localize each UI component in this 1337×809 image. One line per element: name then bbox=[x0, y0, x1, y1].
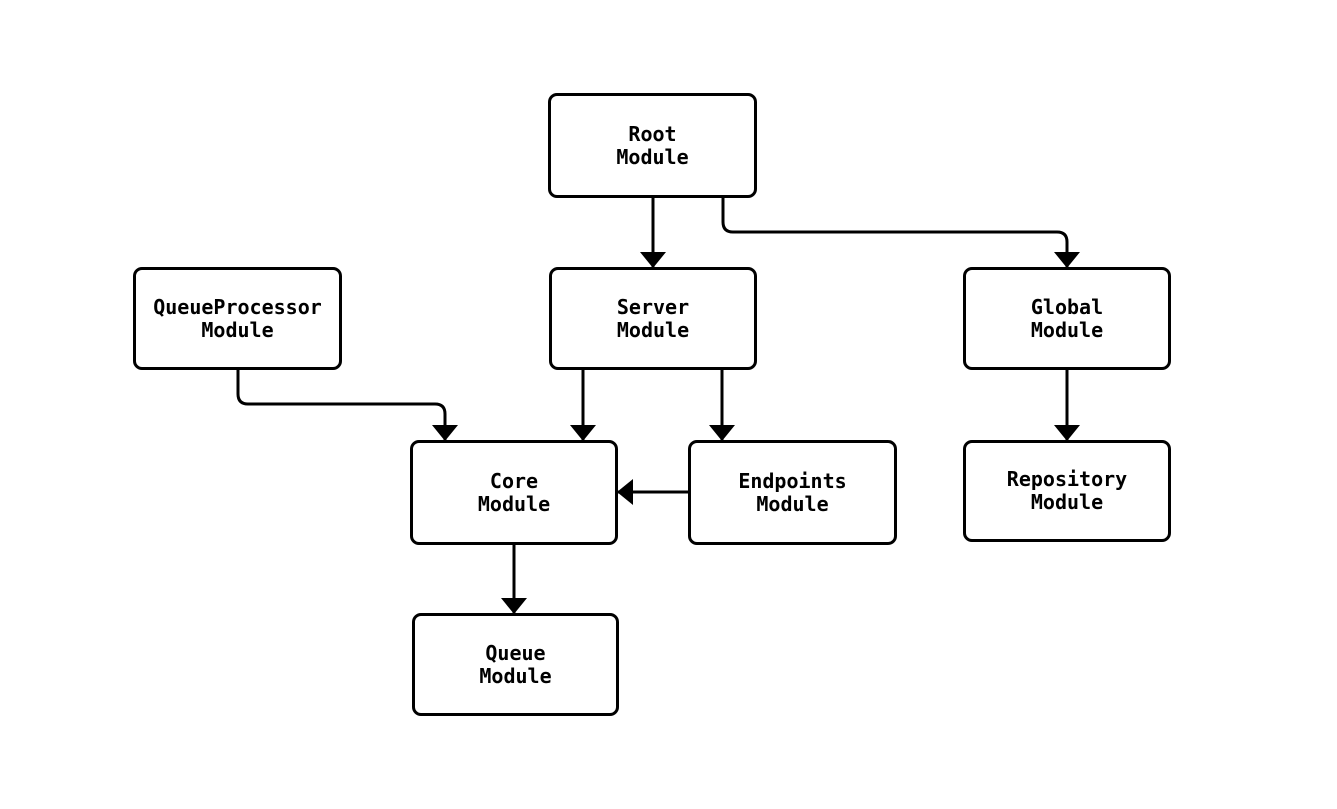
edges-group bbox=[236, 198, 1080, 614]
node-label-core: Core Module bbox=[477, 468, 551, 516]
node-server-module: Server Module bbox=[549, 267, 757, 370]
node-core-module: Core Module bbox=[410, 440, 618, 545]
node-root-module: Root Module bbox=[548, 93, 757, 198]
edge-queueprocessor-to-core bbox=[236, 369, 458, 441]
node-queueprocessor-module: QueueProcessor Module bbox=[133, 267, 342, 370]
node-label-endpoints: Endpoints Module bbox=[738, 468, 847, 516]
node-endpoints-module: Endpoints Module bbox=[688, 440, 897, 545]
node-repository-module: Repository Module bbox=[963, 440, 1171, 542]
node-label-server: Server Module bbox=[616, 294, 690, 342]
node-label-queueprocessor: QueueProcessor Module bbox=[153, 294, 322, 342]
node-global-module: Global Module bbox=[963, 267, 1171, 370]
node-label-root: Root Module bbox=[616, 121, 689, 169]
node-label-global: Global Module bbox=[1030, 294, 1104, 342]
node-label-repository: Repository Module bbox=[1006, 467, 1128, 514]
node-label-queue: Queue Module bbox=[479, 640, 552, 688]
node-queue-module: Queue Module bbox=[412, 613, 619, 716]
edge-root-to-global bbox=[721, 198, 1080, 268]
